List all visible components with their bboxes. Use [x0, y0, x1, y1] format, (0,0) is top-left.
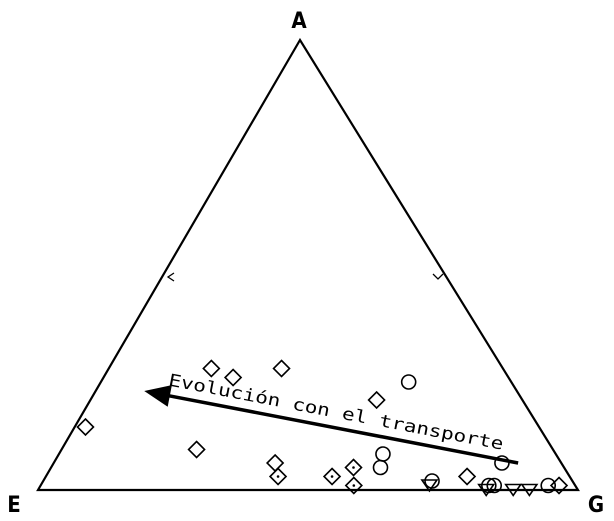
tick-right-edge — [432, 273, 444, 280]
diamond-point — [187, 440, 206, 459]
triangle-point — [504, 483, 523, 497]
circle-point — [372, 459, 389, 476]
dotted-diamond-point — [268, 467, 288, 486]
transport-arrow: Evolución con el transporte — [144, 371, 519, 465]
diamond-point — [367, 390, 386, 410]
diamond-point — [457, 467, 477, 486]
dotted-diamond-point — [322, 467, 342, 486]
triangle-frame — [36, 37, 580, 492]
triangle-point — [477, 483, 496, 497]
diamond-center-dot — [352, 484, 356, 487]
vertex-label-a: A — [291, 9, 307, 34]
diamond-center-dot — [352, 466, 355, 469]
data-points — [76, 359, 569, 497]
diamond-center-dot — [276, 475, 280, 478]
diamond-point — [272, 359, 291, 378]
arrow-label: Evolución con el transporte — [167, 371, 505, 455]
vertex-label-e: E — [7, 493, 21, 518]
dotted-diamond-point — [344, 458, 363, 477]
arrow-shaft — [167, 393, 519, 465]
vertex-label-g: G — [588, 493, 604, 518]
tick-left-edge — [166, 272, 175, 282]
diamond-point — [265, 453, 285, 473]
triangle-point — [520, 483, 539, 497]
triangle-point — [420, 479, 439, 493]
diamond-center-dot — [330, 475, 334, 478]
circle-point — [540, 477, 557, 494]
diamond-point — [549, 476, 569, 495]
circle-point — [486, 477, 503, 494]
diamond-point — [76, 417, 95, 437]
circle-point — [375, 446, 391, 462]
diamond-point — [202, 359, 221, 378]
arrow-head — [144, 385, 172, 407]
dotted-diamond-point — [344, 476, 363, 495]
diamond-point — [223, 368, 243, 387]
circle-point — [400, 374, 417, 390]
